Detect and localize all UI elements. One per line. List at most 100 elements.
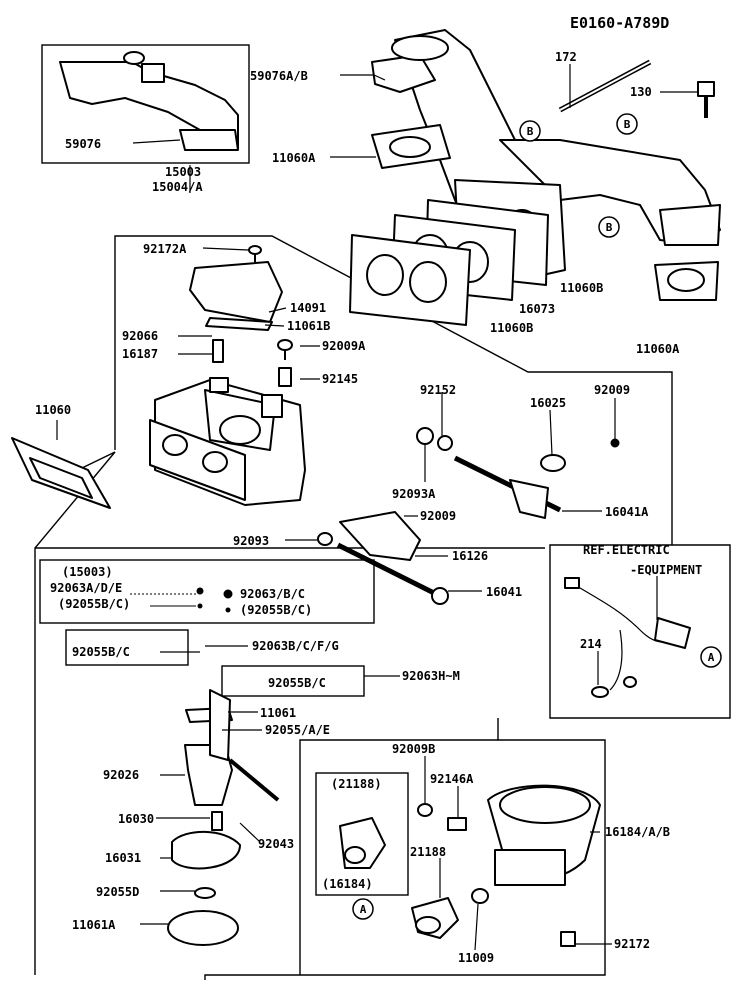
callout-11060: 11060	[35, 403, 71, 417]
ref-bubble-b3: B	[598, 216, 620, 238]
callout-59076ab: 59076A/B	[250, 69, 308, 83]
callout-172: 172	[555, 50, 577, 64]
gasket-11060a-right	[654, 261, 719, 301]
washer-92093	[317, 532, 333, 546]
ref-bubble-b2: B	[616, 113, 638, 135]
callout-92146a: 92146A	[430, 772, 474, 786]
svg-text:B: B	[527, 125, 534, 138]
washer-92152	[437, 435, 453, 451]
screw-92009-r	[610, 438, 620, 448]
callout-16025: 16025	[530, 396, 566, 410]
callout-92009b: 92009B	[392, 742, 435, 756]
stud-172	[558, 59, 652, 113]
callout-11060a-top: 11060A	[272, 151, 316, 165]
callout-92009a: 92009A	[322, 339, 366, 353]
ref-bubble-b1: B	[519, 120, 541, 142]
callout-16031: 16031	[105, 851, 141, 865]
callout-11061b: 11061B	[287, 319, 330, 333]
wire-harness	[564, 577, 691, 691]
callout-ref-electric: REF.ELECTRIC	[583, 543, 670, 557]
leader-lines	[56, 64, 698, 951]
fuel-group-box-2	[221, 665, 365, 697]
jet-16030	[211, 811, 223, 831]
svg-text:B: B	[624, 118, 631, 131]
gasket-11060	[11, 437, 111, 509]
callout-59076: 59076	[65, 137, 101, 151]
legend-right-2: (92055B/C)	[240, 603, 312, 617]
callout-92093: 92093	[233, 534, 269, 548]
callout-92055bc-1: 92055B/C	[72, 645, 130, 659]
spring-92145	[278, 367, 292, 387]
washer-11009	[471, 888, 489, 904]
callout-11009: 11009	[458, 951, 494, 965]
callout-130: 130	[630, 85, 652, 99]
callout-92152: 92152	[420, 383, 456, 397]
callout-16187: 16187	[122, 347, 158, 361]
legend-left-1: 92063A/D/E	[50, 581, 122, 595]
callout-92055ae: 92055/A/E	[265, 723, 330, 737]
callout-16041a: 16041A	[605, 505, 649, 519]
callout-92093a: 92093A	[392, 487, 436, 501]
callout-16030: 16030	[118, 812, 154, 826]
plate-16025	[540, 454, 566, 472]
callout-92055d: 92055D	[96, 885, 139, 899]
bolt-130	[697, 81, 715, 118]
screw-92009a	[277, 339, 293, 360]
callout-92145: 92145	[322, 372, 358, 386]
screw-92172	[560, 931, 576, 947]
callout-21188: 21188	[410, 845, 446, 859]
inset-box-15003	[41, 44, 250, 164]
shaft-16041a	[453, 455, 562, 519]
gasket-11061b	[205, 317, 273, 331]
callout-equipment: -EQUIPMENT	[630, 563, 702, 577]
solenoid-21188	[411, 897, 459, 939]
ring-11061a	[167, 910, 239, 946]
callout-92172: 92172	[614, 937, 650, 951]
callout-92043: 92043	[258, 837, 294, 851]
callout-16184-box: (16184)	[322, 877, 373, 891]
callout-15004a: 15004/A	[152, 180, 203, 194]
diagram-code: E0160-A789D	[570, 14, 669, 32]
callout-15003: 15003	[165, 165, 201, 179]
plate-16126	[339, 511, 421, 561]
callout-21188-box: (21188)	[331, 777, 382, 791]
inset-manifold-part	[59, 51, 239, 151]
ref-bubble-a2: A	[352, 898, 374, 920]
bowl-16031	[171, 830, 241, 870]
legend-right-1: 92063/B/C	[240, 587, 305, 601]
lower-right-frame	[204, 718, 606, 980]
callout-16126: 16126	[452, 549, 488, 563]
gasket-stack	[349, 199, 549, 326]
callout-92063bcfg: 92063B/C/F/G	[252, 639, 339, 653]
screw-92009b	[417, 803, 433, 817]
washer-92055d	[194, 887, 216, 899]
callout-11060a-right: 11060A	[636, 342, 680, 356]
callout-92026: 92026	[103, 768, 139, 782]
callout-11061: 11061	[260, 706, 296, 720]
screw-92172a	[248, 245, 262, 262]
callout-11060b-1: 11060B	[560, 281, 603, 295]
lower-mid-frame	[299, 739, 498, 975]
svg-text:A: A	[360, 903, 367, 916]
solenoid-inset	[339, 817, 386, 869]
bowl-16184	[487, 784, 601, 886]
svg-text:B: B	[606, 221, 613, 234]
callout-92055bc-2: 92055B/C	[268, 676, 326, 690]
float-92026	[184, 689, 233, 806]
gasket-11060a-top	[371, 124, 451, 169]
callout-14091: 14091	[290, 301, 326, 315]
plate-14091	[189, 261, 283, 323]
legend-title: (15003)	[62, 565, 113, 579]
callout-11061a: 11061A	[72, 918, 116, 932]
callout-92066: 92066	[122, 329, 158, 343]
pin-92043	[228, 758, 280, 802]
jet-16187	[212, 339, 224, 363]
callout-16073: 16073	[519, 302, 555, 316]
callout-92063hm: 92063H~M	[402, 669, 460, 683]
legend-markers	[130, 587, 233, 613]
spring-92146a	[447, 817, 467, 831]
screw-214	[591, 676, 637, 698]
callout-11060b-2: 11060B	[490, 321, 533, 335]
callout-214: 214	[580, 637, 602, 651]
